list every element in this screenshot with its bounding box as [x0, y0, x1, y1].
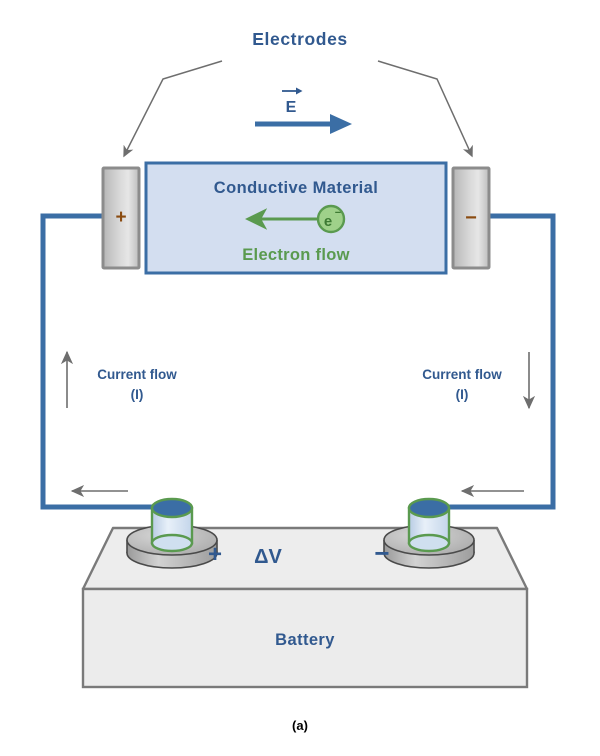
conductive-material-block[interactable]: Conductive Material e − Electron flow: [144, 161, 448, 275]
positive-terminal-sign: +: [208, 541, 222, 568]
right-current-flow-label: Current flow: [422, 367, 502, 382]
conductive-material-label: Conductive Material: [214, 179, 378, 197]
electrodes-label: Electrodes: [252, 29, 347, 49]
wire-right: [430, 213, 556, 510]
negative-terminal-post-bottom: [407, 533, 451, 553]
right-electrode[interactable]: −: [451, 166, 491, 270]
battery-front-face: [81, 587, 529, 689]
wire-left: [40, 213, 170, 510]
left-current-flow-symbol: (I): [131, 387, 144, 402]
electron-circle: [316, 204, 346, 234]
electron-particle: e −: [316, 204, 346, 234]
battery-label: Battery: [275, 631, 335, 649]
efield-symbol: E: [286, 99, 297, 116]
pointer-line-left-electrode: [123, 60, 223, 158]
efield-arrow-head: [330, 114, 352, 134]
figure-caption: (a): [292, 718, 308, 733]
negative-terminal-sign: −: [374, 538, 389, 568]
electron-charge-sign: −: [335, 207, 341, 219]
left-electrode[interactable]: +: [101, 166, 141, 270]
positive-terminal[interactable]: +: [126, 497, 222, 569]
voltage-label: ΔV: [254, 546, 282, 568]
efield-vector-overline-head: [296, 87, 303, 95]
right-electrode-sign: −: [465, 207, 477, 229]
electrode-pointer-lines: [123, 60, 473, 158]
battery[interactable]: Battery ΔV +: [81, 497, 529, 689]
positive-terminal-post-bottom: [150, 533, 194, 553]
electric-field-arrow: E: [255, 87, 352, 134]
right-electrode-body: [451, 166, 491, 270]
right-current-flow-symbol: (I): [456, 387, 469, 402]
left-current-flow-label: Current flow: [97, 367, 177, 382]
electron-flow-label: Electron flow: [242, 246, 350, 264]
circuit-wires: [40, 213, 556, 510]
pointer-line-right-electrode: [377, 60, 473, 158]
positive-terminal-cap: [150, 497, 194, 519]
left-current-flow: Current flow (I): [60, 350, 177, 408]
left-electrode-sign: +: [115, 207, 126, 228]
negative-terminal-cap: [407, 497, 451, 519]
right-current-flow: Current flow (I): [422, 352, 536, 410]
left-electrode-body: [101, 166, 141, 270]
negative-terminal[interactable]: −: [374, 497, 475, 569]
electron-symbol: e: [324, 213, 332, 230]
